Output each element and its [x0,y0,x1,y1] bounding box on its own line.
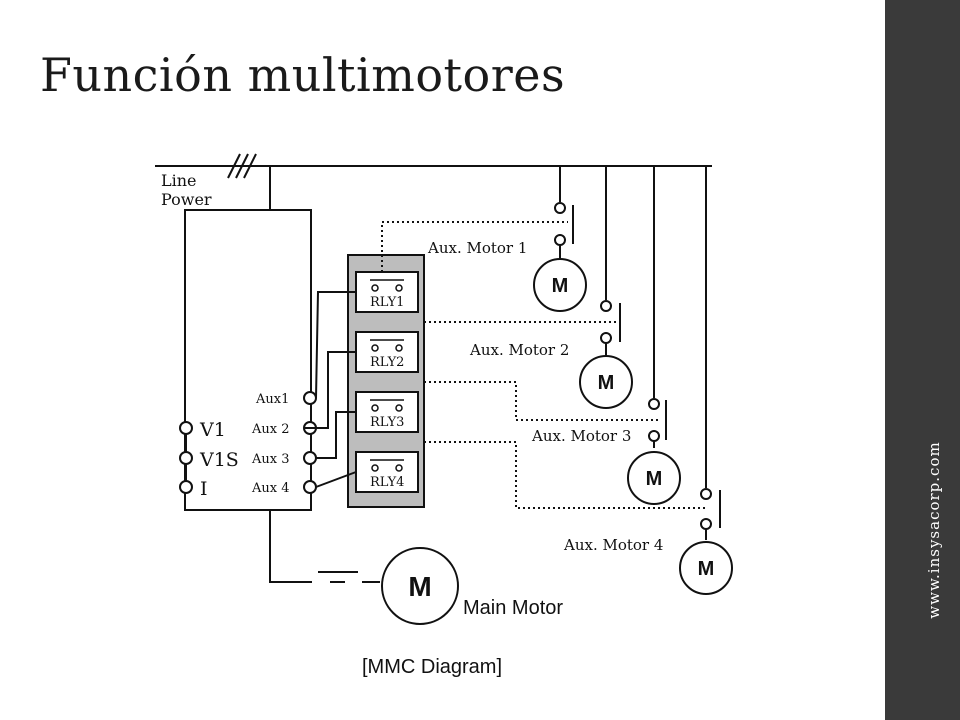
phase-slash [243,153,257,179]
aux-label-1: Aux1 [255,392,289,407]
aux-motor-symbol-2: M [598,372,615,394]
main-motor-label: Main Motor [463,597,563,619]
mmc-diagram: Line Power V1 V1S I Aux1 Aux 2 Aux 3 Aux… [155,153,733,678]
right-sidebar [885,0,960,720]
line-power-label-2: Power [161,190,212,209]
diagram-caption: [MMC Diagram] [362,656,502,678]
relay-label-2: RLY2 [370,355,404,370]
wire-aux4 [315,471,357,488]
input-label-i: I [200,478,208,500]
phase-slash [235,153,249,179]
dotted-rly4 [424,441,708,509]
inverter-box [184,209,312,511]
relay-label-3: RLY3 [370,415,404,430]
aux-motor-2 [579,355,633,409]
aux-motor-symbol-4: M [698,558,715,580]
line-power-label-1: Line [161,171,197,190]
aux-label-2: Aux 2 [251,422,290,437]
main-motor [381,547,459,625]
relay-box-2 [355,331,419,373]
aux-label-3: Aux 3 [251,452,290,467]
wire-aux3 [316,411,356,459]
dotted-rly1 [381,221,568,272]
input-label-v1s: V1S [199,449,239,471]
aux-motor-symbol-1: M [552,275,569,297]
phase-slash [227,153,241,179]
aux-motor-3 [627,451,681,505]
aux-motor-label-1: Aux. Motor 1 [427,239,527,257]
main-motor-symbol: M [408,571,431,602]
dotted-rly3 [424,381,660,421]
terminal-v1s [179,451,193,465]
aux-motor-symbol-3: M [646,468,663,490]
aux-motor-label-4: Aux. Motor 4 [563,536,663,554]
relay-label-1: RLY1 [370,295,404,310]
terminal-i [179,480,193,494]
slide-title: Función multimotores [40,48,566,102]
sidebar-url: www.insysacorp.com [925,441,943,619]
terminal-aux3 [303,451,317,465]
relay-label-4: RLY4 [370,475,404,490]
wire-aux1 [315,291,356,399]
input-label-v1: V1 [199,419,226,441]
wire-aux2 [316,351,356,429]
terminal-aux4 [303,480,317,494]
aux-motor-label-2: Aux. Motor 2 [469,341,569,359]
aux-motor-label-3: Aux. Motor 3 [531,427,631,445]
terminal-aux1 [303,391,317,405]
terminal-v1 [179,421,193,435]
aux-motor-1 [533,258,587,312]
aux-motor-4 [679,541,733,595]
aux-label-4: Aux 4 [251,481,290,496]
main-motor-line [269,510,312,583]
